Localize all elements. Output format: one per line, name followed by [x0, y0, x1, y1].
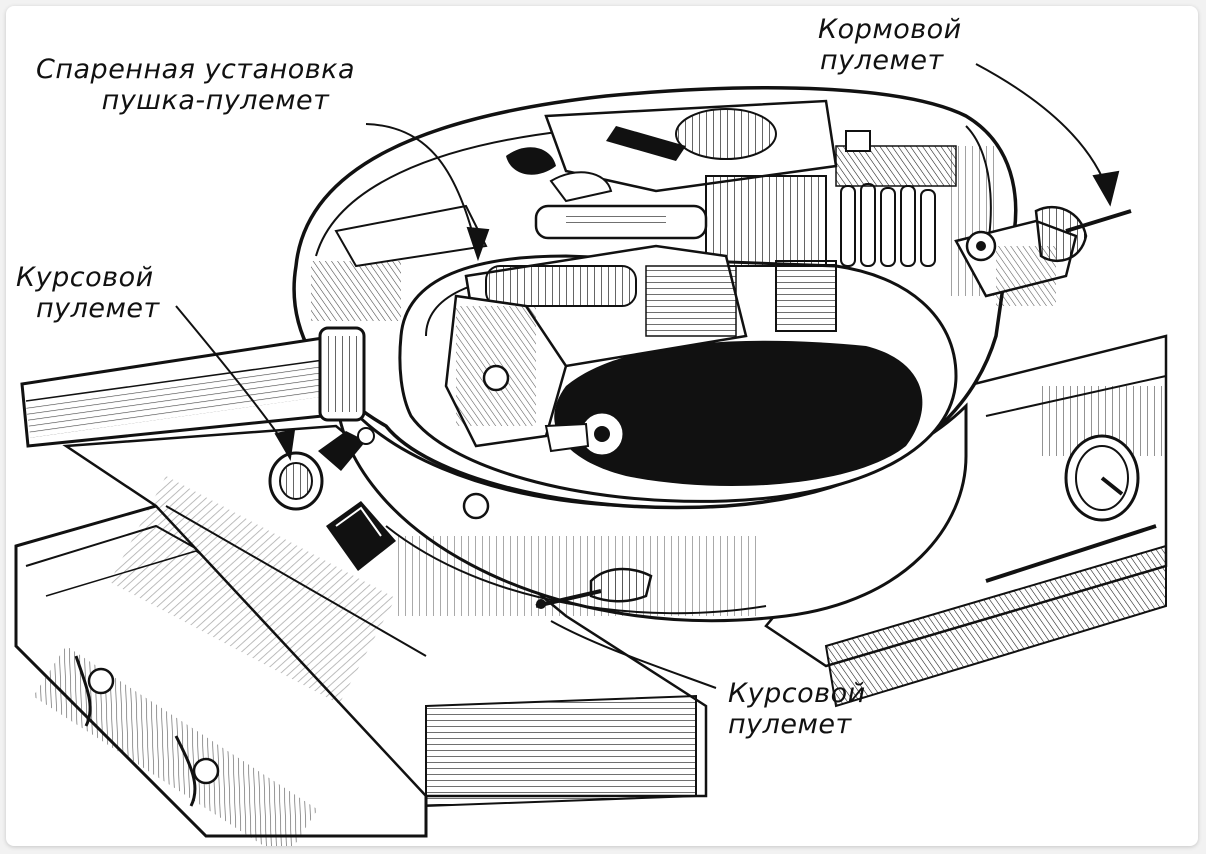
coaxial-mount — [444, 204, 748, 458]
leader-bow-bottom — [550, 620, 717, 689]
label-bow-left-line2: пулемет — [36, 293, 160, 324]
label-bow-mg-bottom: Курсовой пулемет — [728, 678, 866, 740]
leader-coaxial — [365, 123, 477, 247]
label-stern-line2: пулемет — [820, 45, 944, 76]
leader-stern — [975, 63, 1107, 187]
leader-coaxial-arrow — [466, 226, 490, 262]
main-gun-barrel — [20, 326, 366, 448]
periscope-block — [326, 501, 396, 571]
turret-roof — [334, 99, 838, 268]
hull-deck — [62, 424, 708, 808]
label-bow-mg-left: Курсовой пулемет — [16, 262, 160, 324]
figure-card: Спаренная установка пушка-пулемет Кормов… — [6, 6, 1198, 846]
leader-bow-left-arrow — [274, 428, 296, 461]
label-bow-bottom-line2: пулемет — [728, 709, 852, 740]
turret-ring — [334, 385, 968, 623]
leader-lines — [175, 63, 1120, 689]
label-stern-line1: Кормовой — [818, 14, 962, 45]
tank-turret-illustration — [14, 63, 1168, 846]
bow-machine-gun-bottom — [462, 492, 653, 609]
ammo-rack — [705, 130, 957, 332]
stern-machine-gun — [954, 205, 1132, 306]
gauge-dial — [1064, 434, 1140, 522]
label-bow-bottom-line1: Курсовой — [728, 678, 866, 709]
label-coaxial-gun-mg: Спаренная установка пушка-пулемет — [36, 54, 355, 116]
leader-stern-arrow — [1092, 170, 1120, 207]
label-bow-left-line1: Курсовой — [16, 262, 154, 293]
label-coaxial-line2: пушка-пулемет — [101, 85, 330, 116]
label-coaxial-line1: Спаренная установка — [36, 54, 356, 85]
bow-machine-gun-left — [268, 427, 375, 511]
label-stern-mg: Кормовой пулемет — [818, 14, 962, 76]
hull-left-fender — [14, 504, 428, 846]
